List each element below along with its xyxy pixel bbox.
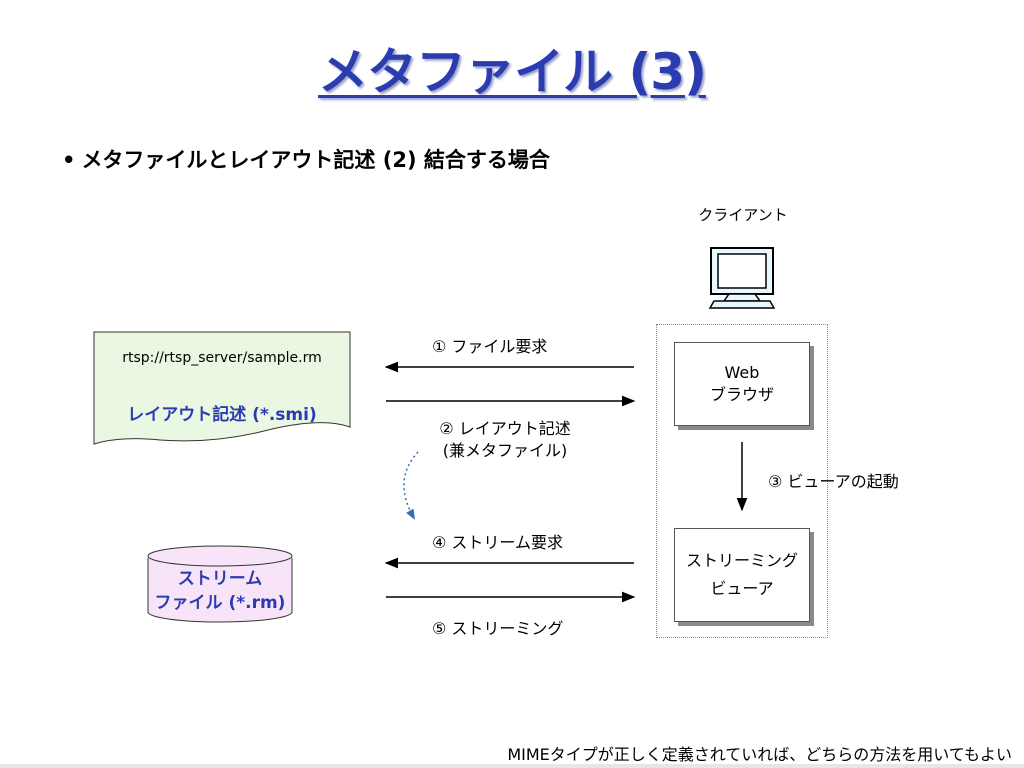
client-label: クライアント xyxy=(698,206,788,224)
metafile-url: rtsp://rtsp_server/sample.rm xyxy=(122,350,322,366)
step3-label: ③ ビューアの起動 xyxy=(768,472,899,491)
metafile-document-shape xyxy=(93,331,351,445)
dotted-flow-arrow xyxy=(403,451,419,520)
web-browser-line2: ブラウザ xyxy=(709,385,774,404)
bullet-point: •メタファイルとレイアウト記述 (2) 結合する場合 xyxy=(62,144,550,174)
footer-note: MIMEタイプが正しく定義されていれば、どちらの方法を用いてもよい xyxy=(507,745,1012,764)
web-browser-line1: Web xyxy=(724,363,760,382)
streaming-viewer-line1: ストリーミング xyxy=(685,551,798,570)
step2-label: ② レイアウト記述 (兼メタファイル) xyxy=(420,418,590,462)
stream-file-label: ストリーム ファイル (*.rm) xyxy=(146,567,294,615)
client-frame xyxy=(656,324,828,638)
stream-file-cylinder xyxy=(147,545,293,623)
bullet-marker: • xyxy=(62,148,76,172)
metafile-name: レイアウト記述 (*.smi) xyxy=(127,405,317,425)
slide-title: メタファイル (3) xyxy=(318,43,707,101)
bottom-bar xyxy=(0,764,1024,768)
step1-label: ① ファイル要求 xyxy=(432,337,548,356)
streaming-viewer-line2: ビューア xyxy=(710,579,774,598)
streaming-viewer-box: ストリーミング ビューア xyxy=(674,528,810,622)
step2-line1: ② レイアウト記述 xyxy=(439,419,571,438)
computer-monitor-icon xyxy=(708,247,776,309)
bullet-text: メタファイルとレイアウト記述 (2) 結合する場合 xyxy=(81,148,550,172)
web-browser-box: Web ブラウザ xyxy=(674,342,810,426)
step2-line2: (兼メタファイル) xyxy=(442,441,568,460)
stream-file-line2: ファイル (*.rm) xyxy=(154,593,286,613)
step4-label: ④ ストリーム要求 xyxy=(432,533,563,552)
step5-label: ⑤ ストリーミング xyxy=(432,619,564,638)
stream-file-line1: ストリーム xyxy=(177,569,263,589)
